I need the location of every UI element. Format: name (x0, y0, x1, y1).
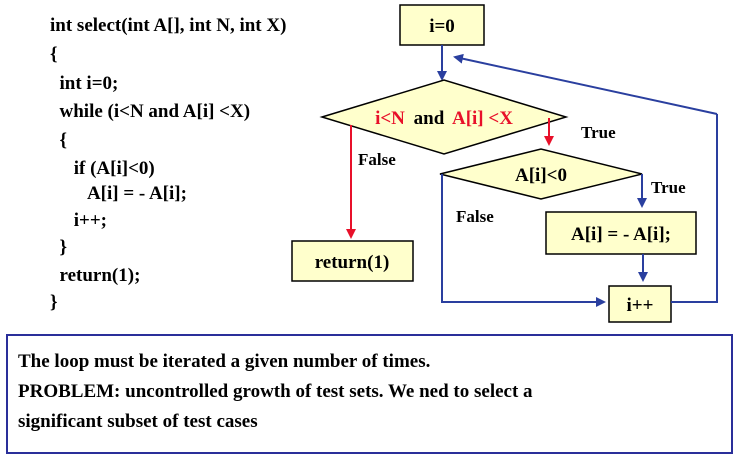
init-node: i=0 (399, 4, 485, 46)
init-node-label: i=0 (429, 16, 455, 37)
code-line-increment: i++; (50, 210, 108, 231)
if-false-label: False (456, 207, 494, 226)
assign-node-label: A[i] = - A[i]; (571, 224, 671, 245)
loop-back-arrow (453, 53, 718, 115)
note-line-1: The loop must be iterated a given number… (18, 351, 431, 372)
code-listing: int select(int A[], int N, int X) { int … (0, 0, 330, 320)
code-line-close-brace: } (50, 292, 58, 313)
code-line-close-while: } (50, 237, 68, 258)
loop-back-line-a (671, 114, 718, 303)
loop-condition-and: and (414, 108, 445, 129)
loop-condition-part2: A[i] <X (452, 108, 513, 129)
flowchart: i=0 i<N and A[i] <X False True A[i]<0 Tr… (291, 4, 718, 323)
code-line-open-brace: { (50, 44, 58, 65)
code-line-while: while (i<N and A[i] <X) (50, 101, 251, 122)
if-condition-label: A[i]<0 (515, 165, 567, 186)
if-false-arrow (441, 174, 606, 307)
note-box: The loop must be iterated a given number… (6, 334, 733, 454)
assign-node: A[i] = - A[i]; (545, 211, 697, 255)
loop-false-label: False (358, 150, 396, 169)
loop-condition-part1: i<N (375, 108, 405, 129)
code-line-signature: int select(int A[], int N, int X) (50, 15, 287, 36)
code-line-if: if (A[i]<0) (50, 158, 155, 179)
increment-node: i++ (608, 285, 672, 323)
code-line-return: return(1); (50, 265, 141, 286)
note-line-3: significant subset of test cases (18, 411, 258, 432)
if-true-label: True (651, 178, 686, 197)
code-line-init: int i=0; (50, 73, 119, 94)
increment-node-label: i++ (627, 295, 654, 316)
loop-true-label: True (581, 123, 616, 142)
return-node-label: return(1) (315, 252, 390, 273)
svg-text:i<N and A[i] <X: i<N and A[i] <X (375, 108, 513, 129)
if-condition-diamond: A[i]<0 (439, 148, 643, 200)
return-node: return(1) (291, 240, 414, 282)
note-line-2: PROBLEM: uncontrolled growth of test set… (18, 381, 533, 402)
loop-condition-diamond: i<N and A[i] <X (319, 79, 569, 155)
code-line-assign: A[i] = - A[i]; (50, 183, 187, 204)
code-line-while-brace: { (50, 130, 68, 151)
